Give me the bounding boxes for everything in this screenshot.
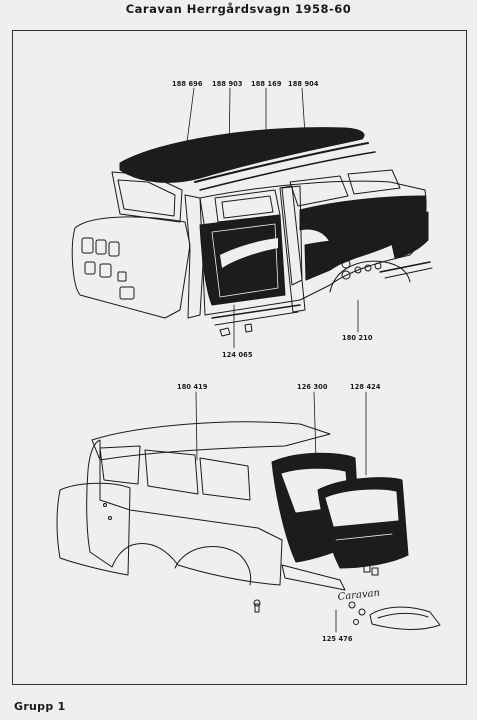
- firewall-hole: [84, 261, 96, 275]
- lower-sill: [281, 564, 346, 591]
- emblem-fastener: [353, 619, 359, 625]
- front-door: [199, 214, 286, 306]
- clip: [363, 563, 371, 573]
- grommet: [364, 264, 372, 272]
- clip: [219, 327, 231, 337]
- lower-roof: [91, 421, 331, 461]
- sill-moulding: [214, 311, 299, 326]
- upper-body-shell: [71, 127, 433, 337]
- front-door-window: [214, 189, 281, 223]
- trim-strip: [379, 261, 431, 273]
- lower-side-body: [86, 439, 283, 586]
- grommet: [341, 270, 351, 280]
- roof-gutter-strip: [199, 151, 376, 191]
- diagram-frame: [12, 30, 467, 685]
- clip: [371, 567, 379, 576]
- b-pillar: [279, 185, 306, 313]
- lower-window: [144, 449, 199, 495]
- lower-window: [199, 457, 251, 501]
- rear-door-frame: [281, 185, 303, 286]
- sill-moulding: [211, 304, 301, 319]
- emblem-fastener: [358, 608, 366, 616]
- part-number: 126 300: [297, 383, 328, 391]
- emblem-bracket: [369, 606, 441, 630]
- firewall: [71, 216, 191, 319]
- rear-window: [289, 175, 349, 207]
- part-number: 180 419: [177, 383, 208, 391]
- roof-panel: [119, 127, 365, 183]
- part-number: 124 065: [222, 351, 253, 359]
- lower-wheel-arch: [174, 545, 252, 586]
- grommet: [341, 259, 351, 269]
- part-number: 180 210: [342, 334, 373, 342]
- firewall-hole: [117, 271, 127, 282]
- grommet: [354, 266, 362, 274]
- rear-quarter: [389, 211, 429, 259]
- part-number: 188 904: [288, 80, 319, 88]
- lower-window: [99, 445, 141, 485]
- door-highlight: [220, 238, 278, 268]
- screw: [254, 603, 260, 613]
- page-footer: Grupp 1: [14, 700, 66, 713]
- lower-side-panel: [304, 235, 381, 281]
- clip: [244, 323, 253, 333]
- firewall-hole: [99, 263, 112, 278]
- trim-strip: [384, 267, 433, 279]
- lower-body-shell: [56, 421, 441, 630]
- lower-leader-lines: [195, 391, 367, 633]
- firewall-hole: [95, 239, 107, 255]
- firewall-hole: [119, 286, 135, 300]
- emblem-fastener: [348, 601, 356, 609]
- part-number: 128 424: [350, 383, 381, 391]
- part-number: 125 476: [322, 635, 353, 643]
- upper-leader-lines: [185, 87, 359, 349]
- windshield-frame: [111, 171, 183, 223]
- emblem-script: Caravan: [337, 588, 380, 603]
- rear-window: [347, 169, 401, 195]
- part-number: 188 169: [251, 80, 282, 88]
- roof-gutter-strip: [194, 142, 369, 183]
- part-number: 188 696: [172, 80, 203, 88]
- loose-front-door: [56, 482, 131, 576]
- firewall-hole: [108, 241, 120, 257]
- part-number: 188 903: [212, 80, 243, 88]
- page-title: Caravan Herrgårdsvagn 1958-60: [125, 2, 352, 16]
- grommet: [374, 262, 382, 270]
- firewall-hole: [81, 237, 94, 254]
